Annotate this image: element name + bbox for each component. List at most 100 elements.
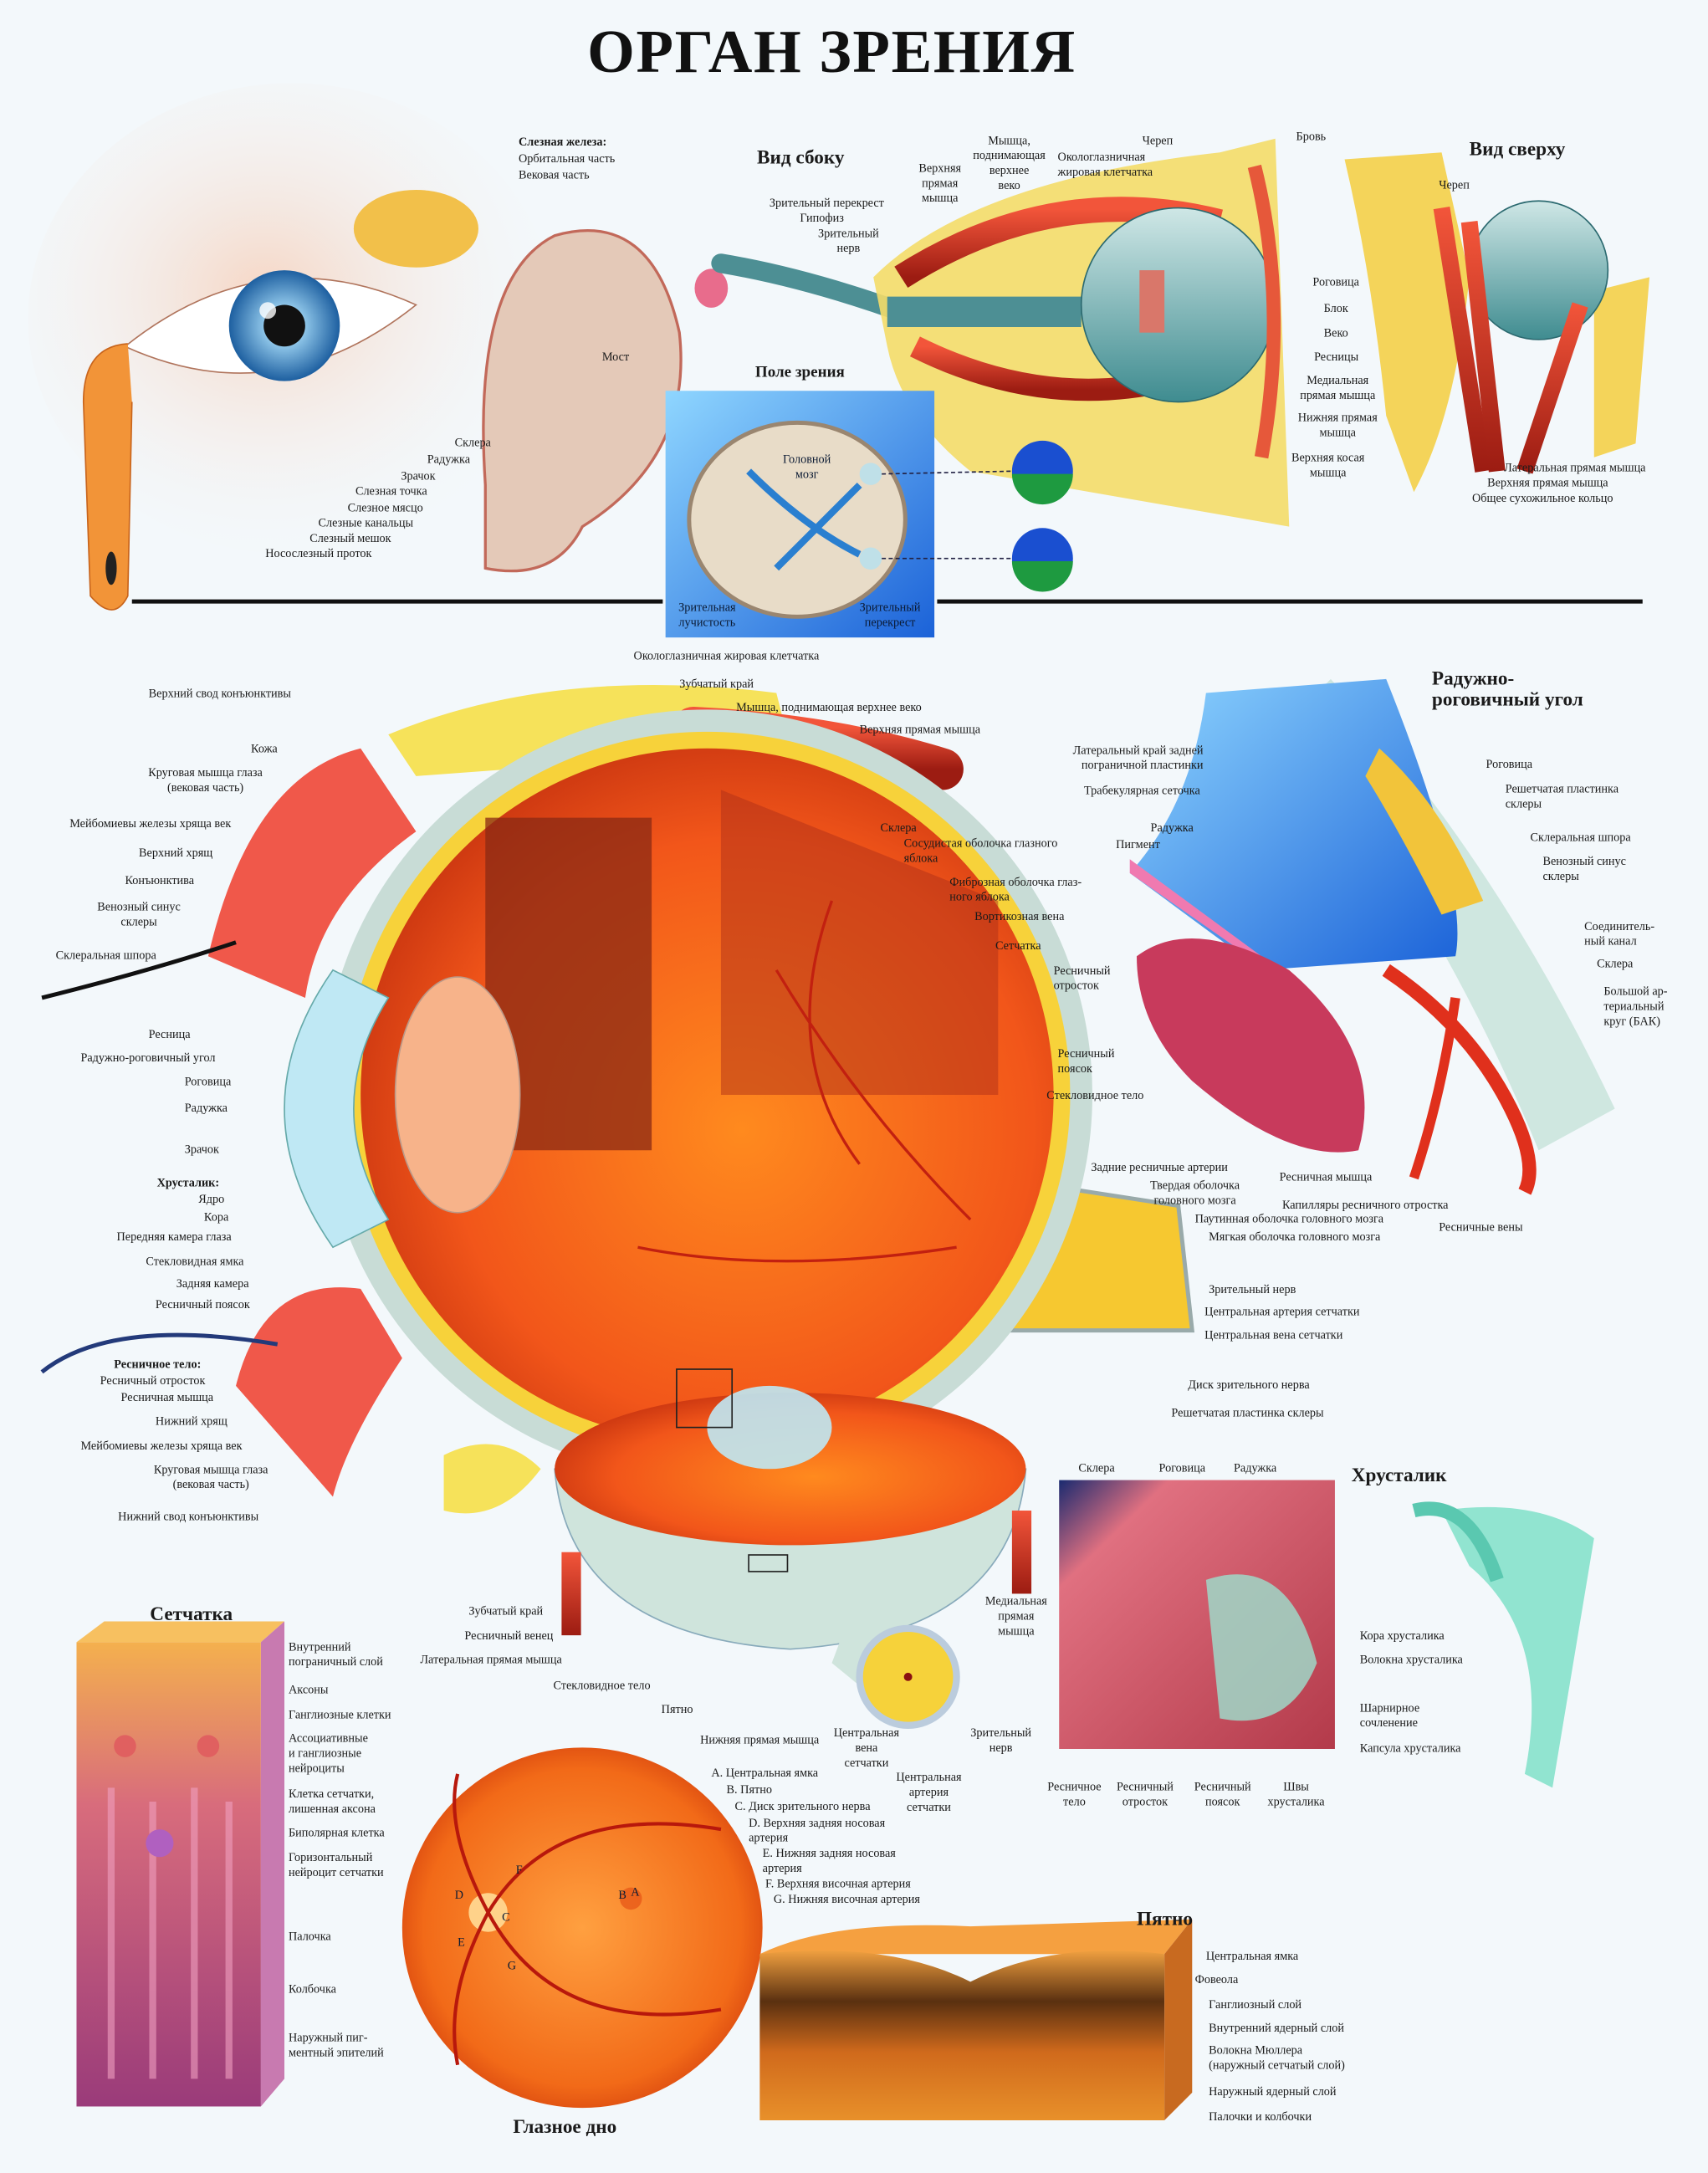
fundus-label-line: D. Верхняя задняя носовая <box>749 1817 886 1830</box>
main-label-line: Склеральная шпора <box>56 949 157 963</box>
main-label-line: Верхний хрящ <box>139 846 212 860</box>
fundus-label-line: E <box>458 1935 465 1949</box>
retina-label: Аксоны <box>289 1684 329 1697</box>
lower-label: Зубчатый край <box>468 1604 543 1618</box>
main-label-line: Вортикозная вена <box>974 910 1065 923</box>
macula-label-line: Палочки и колбочки <box>1209 2110 1312 2124</box>
fundus-label-line: артерия <box>749 1832 789 1845</box>
macula-label-line: Внутренний ядерный слой <box>1209 2022 1344 2035</box>
main-label: Зрачок <box>185 1143 219 1157</box>
lens-label-line: поясок <box>1205 1796 1240 1809</box>
fundus-label-line: A. Центральная ямка <box>711 1767 818 1780</box>
side-label-line: нерв <box>836 242 860 255</box>
lens-label: Волокна хрусталика <box>1360 1653 1464 1666</box>
main-label-line: Фиброзная оболочка глаз- <box>949 876 1082 889</box>
main-label: Радужка <box>185 1102 228 1115</box>
angle-label-line: роговичный угол <box>1432 688 1583 710</box>
tear-label-line: Радужка <box>427 452 471 466</box>
main-label: Хрусталик: <box>157 1176 220 1189</box>
lens-label: Кора хрусталика <box>1360 1629 1445 1643</box>
retina-label-line: Внутренний <box>289 1640 351 1654</box>
lower-label-line: Медиальная <box>985 1595 1047 1608</box>
side-label-line: мышца <box>1310 467 1347 480</box>
main-label: Радужно-роговичный угол <box>80 1051 215 1065</box>
side-label-line: Гипофиз <box>800 212 844 225</box>
main-label-line: Сосудистая оболочка глазного <box>904 836 1058 850</box>
side-label-line: Ресницы <box>1314 350 1359 364</box>
main-label-line: (вековая часть) <box>167 781 243 795</box>
lens-label-line: хрусталика <box>1268 1796 1326 1809</box>
top-label-line: Верхняя прямая мышца <box>1487 477 1608 490</box>
angle-label: Трабекулярная сеточка <box>1084 784 1200 797</box>
field-label-line: Зрительная <box>678 601 736 615</box>
main-label: Зубчатый край <box>679 677 754 691</box>
main-label: Верхний свод конъюнктивы <box>149 687 292 700</box>
lower-label-line: Нижняя прямая мышца <box>700 1733 820 1746</box>
main-label: Передняя камера глаза <box>117 1230 233 1244</box>
main-label-line: Круговая мышца глаза <box>148 766 263 780</box>
main-label-line: головного мозга <box>1154 1194 1237 1208</box>
angle-label-line: Венозный синус <box>1542 855 1626 868</box>
angle-label-line: Склера <box>1597 958 1634 971</box>
main-label-line: Радужка <box>185 1102 228 1115</box>
field-of-view-illustration <box>665 391 1073 638</box>
macula-label: Палочки и колбочки <box>1209 2110 1312 2124</box>
fundus-label: C <box>502 1910 510 1924</box>
angle-label-line: Ресничная мышца <box>1280 1171 1373 1184</box>
lower-label-line: прямая <box>998 1610 1035 1623</box>
tear-label: Радужка <box>427 452 471 466</box>
main-label: Центральная артерия сетчатки <box>1204 1305 1360 1318</box>
main-label: Сетчатка <box>995 939 1041 953</box>
main-label: Ресничная мышца <box>121 1391 214 1404</box>
fundus-label-line: B <box>618 1889 626 1902</box>
side-label-line: прямая <box>922 176 959 190</box>
angle-label-line: склеры <box>1542 870 1579 883</box>
macula-label-line: Центральная ямка <box>1206 1950 1299 1963</box>
main-label-line: Стекловидное тело <box>1046 1089 1143 1102</box>
main-label-line: Ресничный отросток <box>100 1374 206 1388</box>
main-label-line: Хрусталик: <box>157 1176 220 1189</box>
main-label-line: Центральная артерия сетчатки <box>1204 1305 1360 1318</box>
fundus-label: B <box>618 1889 626 1902</box>
macula-label: Ганглиозный слой <box>1209 1998 1301 2012</box>
tear-label: Слезная точка <box>355 485 427 499</box>
main-label: Верхний хрящ <box>139 846 212 860</box>
retina-label-line: Палочка <box>289 1930 331 1944</box>
angle-label-line: Радужка <box>1151 821 1194 835</box>
side-label: Бровь <box>1296 130 1327 143</box>
lens-label: Хрусталик <box>1352 1465 1447 1486</box>
fundus-label: A. Центральная ямка <box>711 1767 818 1780</box>
main-label-line: Ресница <box>149 1028 192 1041</box>
tear-label: Слезный мешок <box>309 532 391 545</box>
main-label-line: Кора <box>204 1211 229 1225</box>
retina-label-line: Биполярная клетка <box>289 1826 385 1839</box>
main-label-line: Ресничный поясок <box>156 1298 250 1311</box>
retina-label: Палочка <box>289 1930 331 1944</box>
lens-label-line: Радужка <box>1234 1462 1277 1475</box>
eyeball-cross-section <box>40 684 1195 1514</box>
lower-label-line: нерв <box>990 1741 1013 1755</box>
external-eye-illustration <box>28 83 555 611</box>
angle-label-line: Решетчатая пластинка <box>1506 783 1619 796</box>
side-label: Роговица <box>1312 275 1359 289</box>
main-label: Кожа <box>251 743 278 756</box>
lens-label-line: Волокна хрусталика <box>1360 1653 1464 1666</box>
side-label-line: Зрительный <box>818 227 879 240</box>
lower-label-line: Стекловидное тело <box>553 1680 650 1693</box>
main-label: Мейбомиевы железы хряща век <box>69 817 231 831</box>
lower-label-line: Латеральная прямая мышца <box>420 1653 562 1666</box>
lower-label-line: Центральная <box>834 1726 900 1740</box>
retina-label-line: нейроцит сетчатки <box>289 1866 384 1879</box>
side-label-line: веко <box>998 179 1020 192</box>
